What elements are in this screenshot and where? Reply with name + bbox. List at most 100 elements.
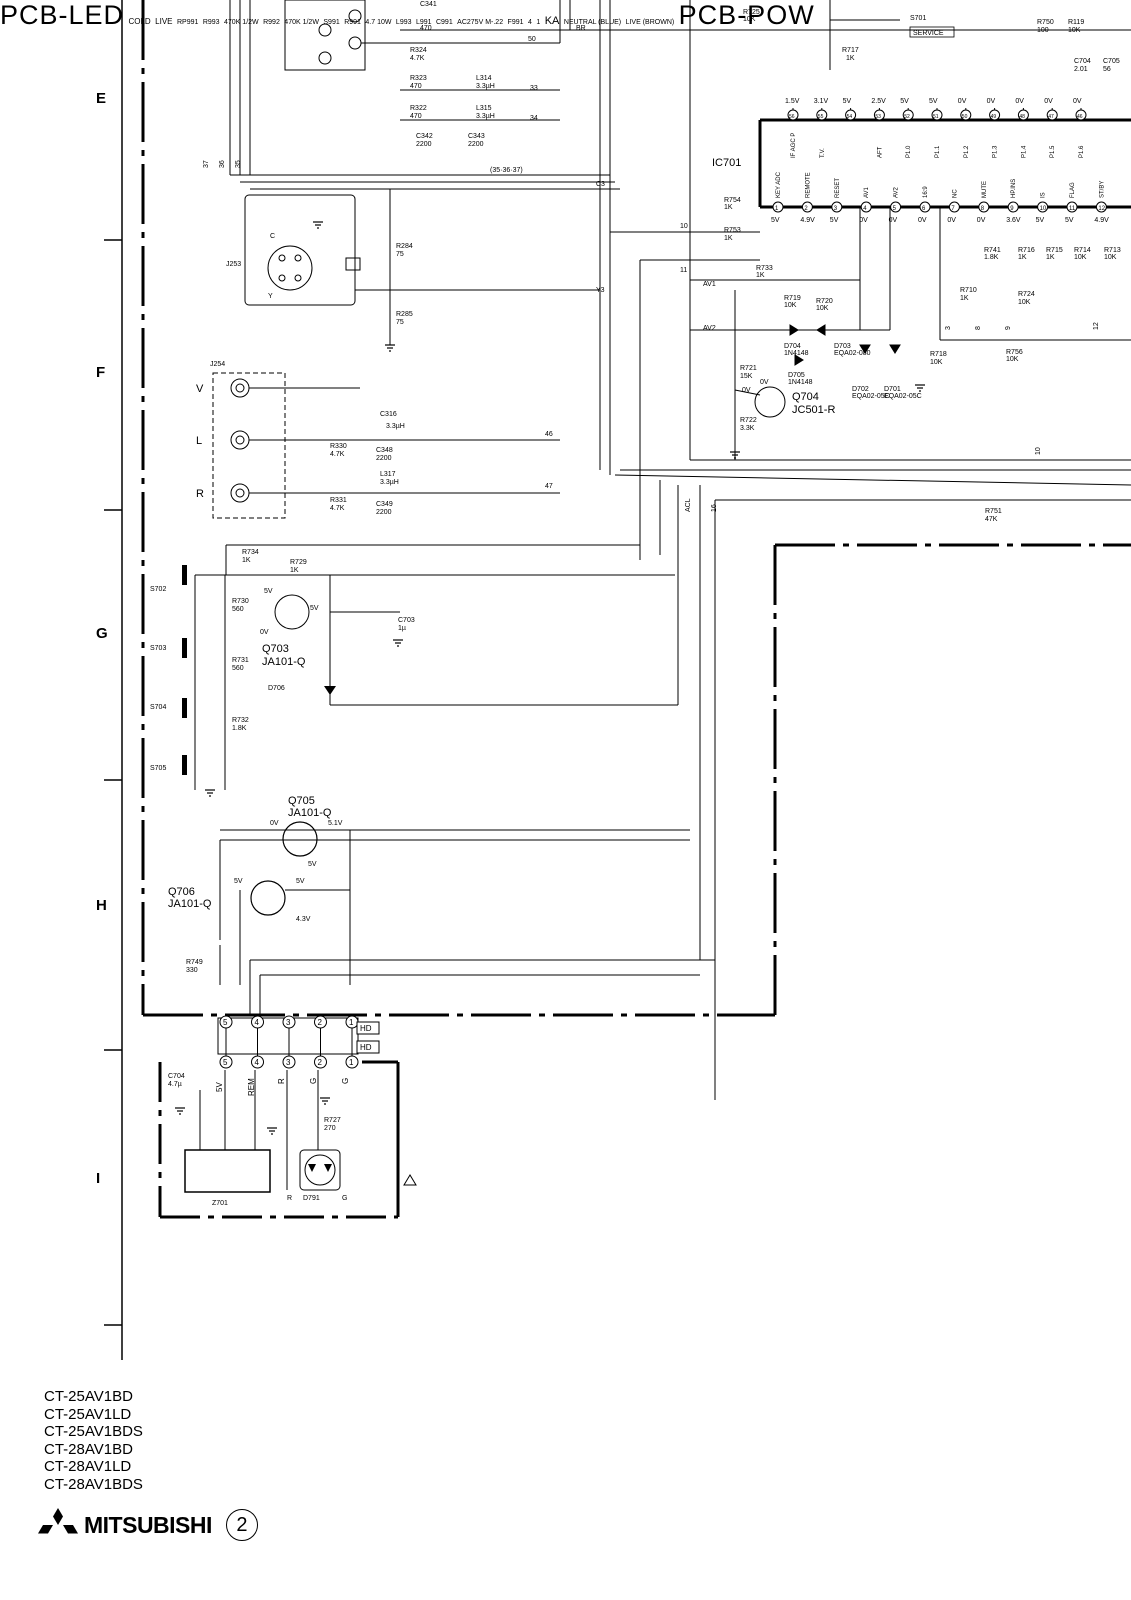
ic-top-pin-voltage: 5V: [900, 98, 909, 105]
pcb-power-title: PCB-POW: [678, 0, 815, 30]
label-r719: R719: [784, 295, 801, 302]
connector-top-pin-number: 4: [255, 1018, 260, 1027]
label-jack-r: R: [196, 488, 204, 500]
net-11: 11: [680, 267, 687, 274]
ic-bottom-pin-name: MUTE: [982, 181, 988, 198]
label-c705-val: 56: [1103, 66, 1111, 73]
label-j254: J254: [210, 361, 225, 368]
ic-bottom-pin-number: 9: [1010, 206, 1014, 212]
switch-s704[interactable]: [182, 698, 187, 718]
connector-bottom-pin-number: 1: [349, 1058, 354, 1067]
ic-bottom-pin: [948, 201, 960, 213]
brand-footer: MITSUBISHI 2: [38, 1508, 258, 1542]
label-r330: R330: [330, 443, 347, 450]
ic-top-pin-number: 49: [991, 114, 997, 120]
label-s702: S702: [150, 586, 166, 593]
ic-top-pin-name: P1.6: [1079, 145, 1085, 158]
label-jack-v: V: [196, 383, 204, 395]
connector-bottom-pin: [219, 1055, 233, 1069]
label-l314: L314: [476, 75, 492, 82]
model-item: CT-25AV1LD: [44, 1405, 132, 1423]
label-c341: C341: [420, 1, 437, 8]
ic-bottom-pin-name: 16:9: [923, 186, 929, 198]
label-f991: F991: [507, 19, 524, 26]
ic-bottom-pin: [831, 201, 843, 213]
volt-q705-c: 5V: [308, 861, 317, 868]
ic-top-pin-voltage: 5V: [843, 98, 852, 105]
av-switch-block: [229, 0, 1131, 190]
label-r716-val: 1K: [1018, 254, 1027, 261]
ic-top-pin-number: 56: [789, 114, 795, 120]
ic-bottom-pin: [1095, 201, 1107, 213]
label-r749: R749: [186, 959, 203, 966]
label-r754: R754: [724, 197, 741, 204]
label-r714: R714: [1074, 247, 1091, 254]
ic-top-pin-number: 52: [904, 114, 910, 120]
label-c703-val: 1µ: [398, 625, 406, 632]
label-jack-l: L: [196, 435, 202, 447]
brand-name: MITSUBISHI: [84, 1511, 212, 1538]
label-r754-val: 1K: [724, 204, 733, 211]
ic-bottom-pin-number: 6: [922, 206, 926, 212]
main-board-border: [141, 0, 1131, 1017]
label-r285: R285: [396, 311, 413, 318]
label-r731-val: 560: [232, 665, 244, 672]
label-sig-r: R: [277, 1078, 286, 1084]
switch-s705[interactable]: [182, 755, 187, 775]
label-r718-val: 10K: [930, 359, 943, 366]
connector-top-pin-number: 2: [318, 1018, 323, 1027]
label-ac-pin-4: 4: [527, 19, 532, 26]
label-r322-val: 470: [410, 113, 422, 120]
ic-bottom-pin-voltage: 5V: [1065, 217, 1074, 224]
ic-top-pin: [873, 109, 885, 121]
pcb-led-box: PCB-LED COLD LIVE RP991 R993 470K 1/2W R…: [0, 0, 815, 1541]
ic-bottom-pin-name: ST/BY: [1099, 181, 1105, 198]
label-l991: L991: [415, 19, 432, 26]
switch-s703[interactable]: [182, 638, 187, 658]
label-c704b-val: 2.01: [1074, 66, 1088, 73]
led-board-border: [158, 1060, 400, 1219]
label-r324-val: 4.7K: [410, 55, 425, 62]
label-s703: S703: [150, 645, 166, 652]
label-sig-rem: REM: [247, 1078, 256, 1096]
label-r751-val: 47K: [985, 516, 998, 523]
ic-top-pin-voltage: 0V: [987, 98, 996, 105]
warning-icon: [403, 1174, 417, 1186]
ic-top-pin: [1017, 109, 1029, 121]
label-q706: Q706: [168, 886, 195, 898]
label-r717-val: 1K: [846, 55, 855, 62]
ic-top-pin: [931, 109, 943, 121]
label-r713-val: 10K: [1104, 254, 1117, 261]
switch-s702[interactable]: [182, 565, 187, 585]
label-c348-val: 2200: [376, 455, 392, 462]
connector-bottom-pin-number: 3: [286, 1058, 291, 1067]
ic-top-pin-name: P1.5: [1050, 145, 1056, 158]
label-c348: C348: [376, 447, 393, 454]
label-r331-val: 4.7K: [330, 505, 345, 512]
ic-top-pin: [1075, 109, 1087, 121]
label-q704-val: JC501-R: [792, 404, 835, 416]
label-r725: R725: [743, 9, 760, 16]
label-d705-val: 1N4148: [788, 379, 813, 386]
label-r119: R119: [1068, 19, 1084, 26]
label-r750: R750: [1037, 19, 1054, 26]
net-10b: 10: [1035, 447, 1042, 455]
isolation-divider-top: COLD LIVE RP991 R993 470K 1/2W R992 470K…: [38, 0, 815, 1541]
row-marker-i: I: [96, 1170, 100, 1187]
label-d703-val: EQA02-080: [834, 350, 871, 357]
mitsubishi-logo-icon: [38, 1508, 78, 1534]
rca-jacks-j254: [212, 372, 560, 519]
net-34: 34: [530, 115, 538, 122]
ic-top-pin-voltage: 1.5V: [785, 98, 800, 105]
label-c342-val: 2200: [416, 141, 432, 148]
net-35: 35: [235, 160, 242, 168]
live-zone-box: LIVE RP991 R993 470K 1/2W R992 470K 1/2W…: [38, 0, 815, 1541]
label-r727: R727: [324, 1117, 341, 1124]
label-r753-val: 1K: [724, 235, 733, 242]
label-rp991: RP991: [176, 19, 199, 26]
hd-box-1: [356, 1021, 380, 1035]
label-c991-val: AC275V M-.22: [457, 19, 504, 26]
ic-top-pin-number: 51: [933, 114, 939, 120]
